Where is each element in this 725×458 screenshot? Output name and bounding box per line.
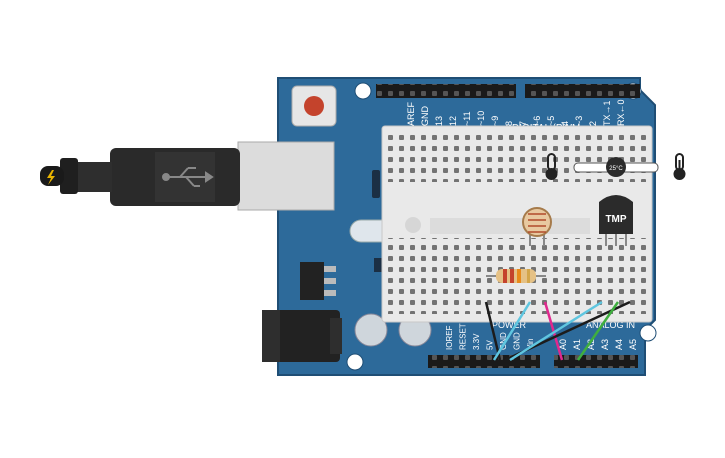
wire-pink-a0 [543, 301, 564, 361]
power-pin-labels: IOREF RESET 3.3V 5V GND GND Vin [445, 323, 535, 350]
pin-label: Vin [526, 339, 535, 350]
digital-header[interactable] [376, 84, 640, 98]
pin-label: A1 [572, 339, 582, 350]
pin-label: AREF [406, 101, 416, 126]
slider-knob[interactable] [606, 157, 626, 177]
pin-label: 8 [504, 121, 514, 126]
pin-label: GND [499, 332, 508, 350]
pin-label: A3 [600, 339, 610, 350]
pin-label: ~11 [462, 111, 472, 126]
pin-label: ~5 [546, 116, 556, 126]
wire-blue-5v-2 [509, 300, 603, 362]
temperature-readout: 25°C [609, 166, 623, 172]
thermometer-high-icon [673, 153, 686, 180]
pin-label: TX→1 [602, 100, 612, 126]
power-label: POWER [492, 320, 527, 330]
usb-icon [162, 167, 214, 187]
reset-button[interactable] [291, 85, 337, 127]
sensor-label: TMP [605, 214, 626, 225]
temperature-sensor[interactable]: TMP [599, 195, 633, 246]
pin-label: ~6 [532, 116, 542, 126]
pin-label: A0 [558, 339, 568, 350]
lightning-icon [47, 170, 55, 185]
power-header[interactable] [428, 355, 540, 368]
pin-label: A5 [628, 339, 638, 350]
pin-label: ~9 [490, 116, 500, 126]
pin-label: GND [513, 332, 522, 350]
pin-label: ~3 [574, 116, 584, 126]
pin-label: IOREF [445, 325, 454, 350]
photoresistor[interactable] [522, 207, 552, 246]
pin-label: A4 [614, 339, 624, 350]
pin-label: RX←0 [616, 99, 626, 126]
analog-label: ANALOG IN [586, 320, 635, 330]
pin-label: 3.3V [472, 333, 481, 350]
pin-label: 5V [486, 340, 495, 350]
power-jack[interactable] [262, 310, 342, 362]
wire-blue-5v [492, 301, 532, 361]
pin-label: 13 [434, 116, 444, 126]
pin-label: 2 [588, 121, 598, 126]
breadboard[interactable] [381, 125, 653, 323]
pin-label: RESET [459, 323, 468, 350]
pin-label: 4 [560, 121, 570, 126]
pin-label: 12 [448, 116, 458, 126]
analog-header[interactable] [554, 355, 638, 368]
resistor[interactable] [486, 269, 546, 283]
thermometer-low-icon [545, 153, 558, 180]
wire-green-a1 [576, 301, 620, 361]
analog-pin-labels: A0 A1 A2 A3 A4 A5 [558, 339, 638, 350]
pin-label: 7 [518, 121, 528, 126]
temperature-slider[interactable]: 25°C [573, 157, 659, 177]
wire-black-gnd [484, 301, 502, 361]
pin-label: ~10 [476, 111, 486, 126]
pin-label: GND [420, 106, 430, 127]
pin-label: A2 [586, 339, 596, 350]
wires[interactable] [484, 300, 631, 362]
